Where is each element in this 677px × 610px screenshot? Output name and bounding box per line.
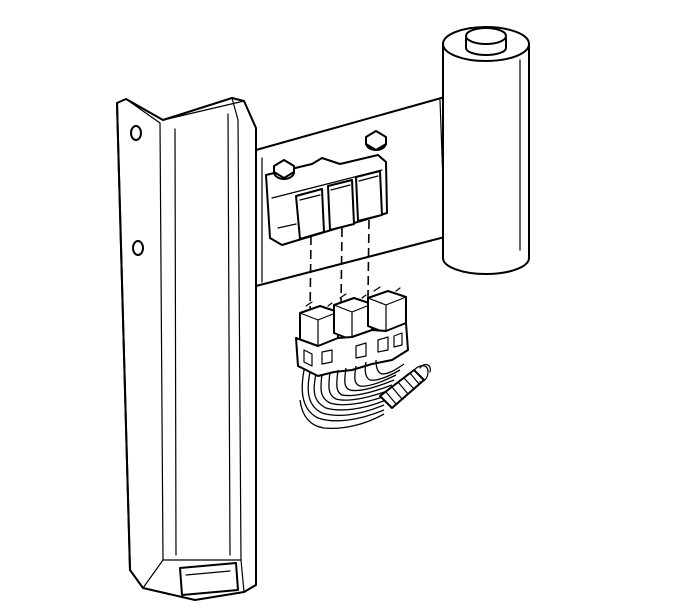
frame-rail bbox=[116, 97, 257, 601]
mounting-bolt bbox=[273, 130, 387, 180]
rail-hole-upper bbox=[130, 125, 142, 141]
relay-center-housing bbox=[265, 154, 388, 246]
rail-hole-lower bbox=[132, 240, 144, 256]
relay-connector bbox=[295, 322, 409, 377]
relay bbox=[333, 293, 373, 341]
cylinder-reservoir bbox=[442, 26, 530, 275]
rail-slot bbox=[179, 562, 239, 596]
wiring-harness bbox=[299, 359, 431, 430]
